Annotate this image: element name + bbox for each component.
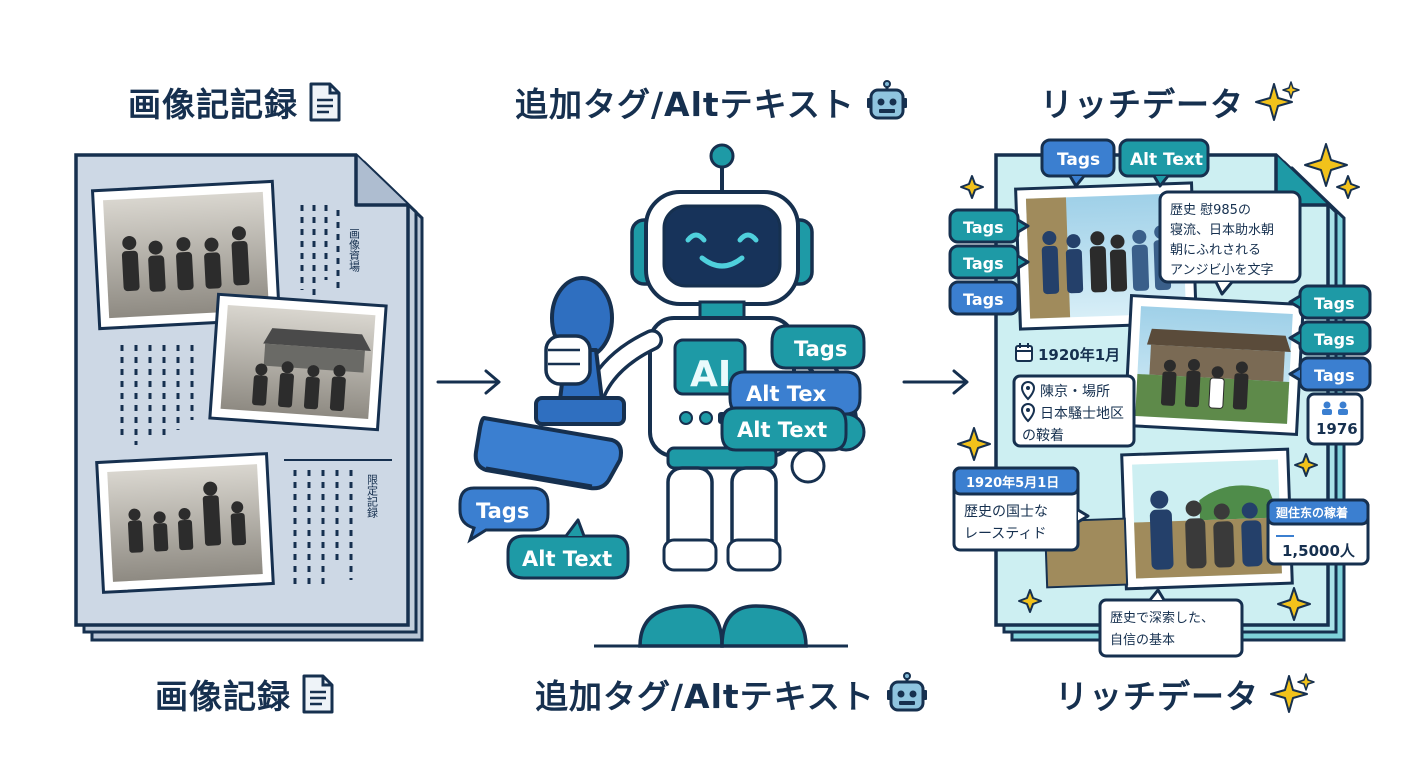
rich-tag-top-tags-label: Tags xyxy=(1057,150,1100,170)
rubber-stamp-icon xyxy=(473,276,626,491)
rich-date-box-line-2: レースティド xyxy=(964,526,1046,542)
heading-archive-top-label: 画像記記録 xyxy=(128,85,298,124)
sparkle-icon xyxy=(957,427,991,461)
rich-tag-top-alt-text-label: Alt Text xyxy=(1130,150,1203,170)
archive-text-right-top: 画像資場 xyxy=(348,228,361,273)
sparkles xyxy=(957,143,1360,621)
rich-tag-left-2-label: Tags xyxy=(963,254,1004,273)
rich-tags-left: Tags Tags Tags xyxy=(948,208,1030,316)
sparkle-icon xyxy=(1304,143,1348,187)
sparkle-icon xyxy=(1336,175,1360,199)
floating-bubble-alt-text: Alt Text xyxy=(506,518,630,580)
heading-archive-bottom-label: 画像記録 xyxy=(155,677,291,716)
archive-document xyxy=(74,153,424,642)
rich-place-line-1: 陳京・場所 xyxy=(1040,384,1110,400)
document-icon xyxy=(302,674,334,714)
rich-people-year-label: 1976 xyxy=(1316,420,1358,438)
rich-tag-right-1-label: Tags xyxy=(1314,294,1355,313)
sparkle-icon xyxy=(1294,453,1318,477)
rich-population-box: 廻住东の稼着 1,5000人 xyxy=(1266,498,1370,566)
rich-date-box-line-1: 歴史の国士な xyxy=(964,504,1048,520)
robot-bubble-alt-text-label: Alt Text xyxy=(737,418,827,442)
archive-photo-group-portrait xyxy=(90,179,282,331)
rich-place-box: 陳京・場所 日本騒士地区 の鞍着 xyxy=(1012,374,1136,448)
arrow-right-icon xyxy=(436,369,501,395)
rich-date: 1920年1月 xyxy=(1015,343,1120,364)
rich-photo-portrait xyxy=(1120,447,1294,591)
archive-text-lines xyxy=(120,205,353,590)
archive-photo-family xyxy=(95,452,275,594)
robot-icon xyxy=(886,672,927,712)
robot-face-screen xyxy=(662,204,782,288)
rich-caption-top: 歴史 慰985の 寝流、日本助水朝 朝にふれされる アンジビ小を文字 xyxy=(1158,190,1302,296)
rich-caption-bottom-line-2: 自信の基本 xyxy=(1110,633,1175,648)
rich-population-value: 1,5000人 xyxy=(1282,542,1356,560)
heading-rich-bottom: リッチデータ xyxy=(1055,670,1315,718)
robot-bubble-tags-label: Tags xyxy=(794,337,847,361)
rich-people-year: 1976 xyxy=(1306,392,1364,446)
rich-tag-right-3-label: Tags xyxy=(1314,366,1355,385)
archive-text-right-bottom: 限定記録 xyxy=(366,474,379,518)
archive-vertical-text: 画像資場 限定記録 xyxy=(348,228,379,518)
rich-tag-left-3-label: Tags xyxy=(963,290,1004,309)
rich-tag-top-alt-text: Alt Text xyxy=(1118,138,1210,188)
floating-bubble-tags-label: Tags xyxy=(476,499,529,523)
heading-rich-top-label: リッチデータ xyxy=(1040,85,1244,124)
rich-caption-top-line-1: 歴史 慰985の xyxy=(1170,203,1251,218)
archive-photo-village xyxy=(208,292,388,432)
sparkle-icon xyxy=(1277,587,1311,621)
heading-tagging-top-label: 追加タグ/Altテキスト xyxy=(515,85,855,124)
robot-chest-screen xyxy=(673,338,747,396)
rich-caption-bottom: 歴史で深索した、 自信の基本 xyxy=(1098,588,1244,658)
calendar-icon xyxy=(1015,343,1033,362)
people-icon xyxy=(1322,401,1348,415)
sparkle-icon xyxy=(1018,589,1042,613)
rich-tags-right: Tags Tags Tags xyxy=(1288,284,1372,392)
location-pin-icon xyxy=(1020,380,1036,401)
rich-caption-bottom-line-1: 歴史で深索した、 xyxy=(1110,611,1214,626)
floating-bubble-alt-text-label: Alt Text xyxy=(522,547,612,571)
rich-caption-top-line-4: アンジビ小を文字 xyxy=(1170,263,1273,278)
robot-bubble-tags: Tags xyxy=(770,324,866,370)
location-pin-icon xyxy=(1020,402,1036,423)
sparkle-icon xyxy=(960,175,984,199)
rich-caption-top-line-2: 寝流、日本助水朝 xyxy=(1170,222,1274,238)
robot-bubble-alt-tex: Alt Tex xyxy=(728,370,862,416)
heading-archive-top: 画像記記録 xyxy=(128,78,342,126)
rich-date-box: 1920年5月1日 歴史の国士な レースティド xyxy=(952,466,1090,552)
heading-rich-bottom-label: リッチデータ xyxy=(1055,677,1259,716)
rich-tag-top-tags: Tags xyxy=(1040,138,1116,188)
rich-caption-top-line-3: 朝にふれされる xyxy=(1170,243,1261,258)
rich-date-box-title: 1920年5月1日 xyxy=(966,475,1059,491)
rich-tag-right-2-label: Tags xyxy=(1314,330,1355,349)
heading-archive-bottom: 画像記録 xyxy=(155,670,335,718)
heading-tagging-bottom: 追加タグ/Altテキスト xyxy=(535,670,929,718)
heading-tagging-bottom-label: 追加タグ/Altテキスト xyxy=(535,677,875,716)
heading-tagging-top: 追加タグ/Altテキスト xyxy=(515,78,909,126)
rich-photo-group xyxy=(1014,181,1198,331)
rich-photo-village xyxy=(1123,294,1305,436)
rich-place-line-2: 日本騒士地区 xyxy=(1040,406,1124,422)
sparkle-icon xyxy=(1270,673,1315,713)
rich-tag-left-1-label: Tags xyxy=(963,218,1004,237)
rich-document xyxy=(994,153,1346,642)
document-icon xyxy=(309,82,341,122)
rich-place-line-3: の鞍着 xyxy=(1022,428,1064,444)
robot-bubble-alt-text: Alt Text xyxy=(720,406,848,452)
robot-chest-label: AI xyxy=(690,354,731,395)
floating-bubble-tags: Tags xyxy=(458,486,550,544)
robot-icon xyxy=(866,80,907,120)
heading-rich-top: リッチデータ xyxy=(1040,78,1300,126)
robot-bubble-alt-tex-label: Alt Tex xyxy=(746,382,827,406)
sparkle-icon xyxy=(1255,81,1300,121)
rich-date-label: 1920年1月 xyxy=(1038,346,1120,364)
rich-population-title: 廻住东の稼着 xyxy=(1275,505,1348,520)
arrow-right-icon xyxy=(902,369,969,395)
